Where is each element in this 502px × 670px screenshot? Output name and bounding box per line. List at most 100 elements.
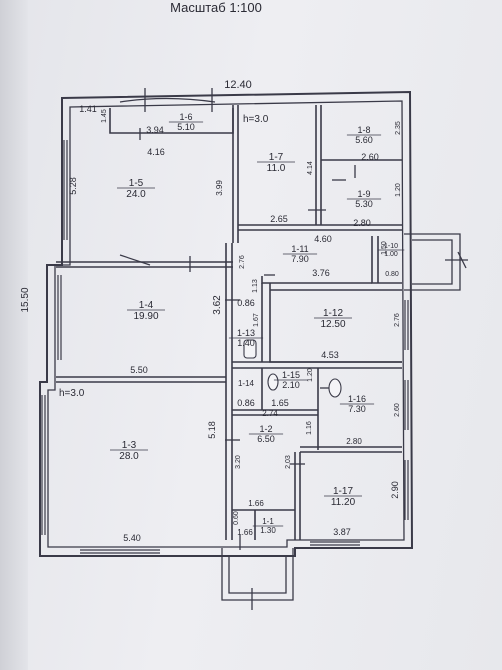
dim-d-165: 1.65 — [271, 398, 289, 408]
room-1-3: 1-328.0 — [110, 440, 148, 462]
interior-walls — [56, 105, 402, 540]
room-area-label: 5.60 — [355, 135, 373, 145]
dim-d-203: 2.03 — [285, 455, 292, 469]
dim-d-260b: 2.60 — [394, 403, 401, 417]
room-id-label: 1-16 — [348, 394, 366, 404]
dim-d-518: 5.18 — [207, 421, 217, 439]
room-area-label: 1.30 — [260, 526, 276, 535]
dim-d-145: 1.45 — [101, 109, 108, 123]
room-area-label: 19.90 — [133, 311, 158, 322]
dim-d-166b: 1.66 — [237, 528, 253, 537]
dim-d-460: 4.60 — [314, 234, 332, 244]
dim-d-414: 4.14 — [307, 161, 314, 175]
room-area-label: 11.20 — [331, 497, 356, 508]
dim-d-290: 2.90 — [390, 481, 400, 499]
room-area-label: 7.30 — [348, 404, 366, 414]
room-1-15: 1-152.10 — [273, 370, 309, 390]
room-area-label: 5.10 — [177, 122, 195, 132]
dim-d-394: 3.94 — [146, 125, 164, 135]
windows — [41, 140, 409, 554]
room-1-10: 1-101.00 — [377, 243, 405, 258]
room-id-label: 1-1 — [262, 517, 274, 526]
dim-d-080: 0.80 — [385, 271, 399, 278]
dim-d-376: 3.76 — [312, 268, 330, 278]
room-id-label: 1-12 — [323, 308, 343, 319]
dim-d-280a: 2.80 — [353, 218, 371, 228]
dim-d-453: 4.53 — [321, 350, 339, 360]
dim-d-141: 1.41 — [79, 104, 97, 114]
dim-d-166a: 1.66 — [248, 499, 264, 508]
dim-d-362: 3.62 — [212, 295, 223, 315]
room-1-4: 1-419.90 — [127, 300, 165, 322]
room-area-label: 28.0 — [119, 451, 139, 462]
room-1-2: 1-26.50 — [248, 424, 284, 444]
room-id-label: 1-14 — [238, 379, 255, 388]
dim-d-274: 2.74 — [262, 409, 278, 418]
room-1-11: 1-117.90 — [282, 244, 318, 264]
scale-caption: Масштаб 1:100 — [170, 0, 262, 15]
door-ticks — [139, 88, 356, 550]
height-note-upper: h=3.0 — [243, 114, 269, 125]
room-area-label: 24.0 — [126, 189, 146, 200]
dim-d-265: 2.65 — [270, 214, 288, 224]
dim-d-276a: 2.76 — [239, 255, 246, 269]
dim-d-399: 3.99 — [215, 180, 224, 196]
room-id-label: 1-4 — [139, 300, 154, 311]
dim-d-120b: 1.20 — [307, 368, 314, 382]
dim-d-086b: 0.86 — [237, 398, 255, 408]
room-1-14: 1-14 — [238, 379, 255, 388]
room-1-8: 1-85.60 — [346, 125, 382, 145]
room-area-label: 11.0 — [267, 163, 286, 174]
entry-porch — [221, 548, 294, 610]
room-id-label: 1-8 — [357, 125, 370, 135]
dim-d-167: 1.67 — [253, 313, 260, 327]
dim-d-280b: 2.80 — [346, 437, 362, 446]
room-1-7: 1-711.0 — [257, 152, 295, 174]
room-id-label: 1-2 — [259, 424, 272, 434]
room-1-5: 1-524.0 — [117, 178, 155, 200]
dim-d-150: 1.50 — [381, 241, 388, 255]
room-id-label: 1-17 — [333, 486, 353, 497]
room-labels: 1-65.101-524.01-711.01-85.601-95.301-117… — [110, 112, 405, 535]
room-id-label: 1-15 — [282, 370, 300, 380]
room-id-label: 1-9 — [357, 189, 370, 199]
room-1-13: 1-131.40 — [228, 328, 264, 348]
dim-d-260a: 2.60 — [361, 152, 379, 162]
dim-d-387: 3.87 — [333, 527, 351, 537]
exterior-walls — [39, 90, 414, 557]
room-1-1: 1-11.30 — [252, 517, 284, 535]
dim-d-235: 2.35 — [395, 121, 402, 135]
dim-d-086a: 0.86 — [237, 298, 255, 308]
bath-fixtures — [243, 339, 342, 398]
dim-d-540: 5.40 — [123, 533, 141, 543]
dim-top: 12.40 — [224, 79, 252, 91]
dim-d-060: 0.60 — [233, 511, 240, 525]
room-area-label: 6.50 — [257, 434, 275, 444]
dim-d-320: 3.20 — [235, 455, 242, 469]
room-area-label: 7.90 — [291, 254, 309, 264]
dim-d-528: 5.28 — [68, 177, 78, 195]
room-id-label: 1-13 — [237, 328, 255, 338]
porch-right — [404, 233, 468, 291]
height-note-lower: h=3.0 — [59, 388, 85, 399]
room-id-label: 1-11 — [291, 244, 308, 254]
room-id-label: 1-5 — [129, 178, 144, 189]
room-1-9: 1-95.30 — [346, 189, 382, 209]
paper-fold-shadow — [0, 0, 28, 670]
room-area-label: 1.40 — [237, 338, 255, 348]
dim-d-550: 5.50 — [130, 365, 148, 375]
room-area-label: 2.10 — [282, 380, 300, 390]
dim-d-113: 1.13 — [252, 279, 259, 293]
dim-d-116: 1.16 — [306, 421, 313, 435]
room-area-label: 5.30 — [355, 199, 373, 209]
dim-d-416: 4.16 — [147, 147, 165, 157]
room-area-label: 1.00 — [384, 251, 398, 258]
room-id-label: 1-10 — [384, 243, 398, 250]
room-area-label: 12.50 — [320, 319, 345, 330]
room-1-16: 1-167.30 — [339, 394, 375, 414]
